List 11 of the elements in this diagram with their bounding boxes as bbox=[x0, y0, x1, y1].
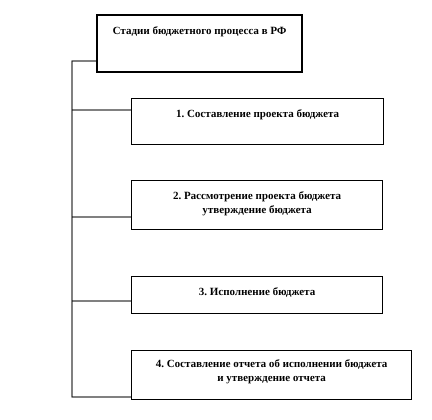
diagram-heading: Стадии бюджетного процесса в РФ bbox=[112, 24, 288, 38]
stage-box bbox=[131, 276, 383, 314]
stage-label: 2. Рассмотрение проекта бюджета утверждение бюджета bbox=[172, 189, 342, 217]
stage-label: 4. Составление отчета об исполнении бюджета и утверждение отчета bbox=[154, 357, 388, 385]
stage-label: 3. Исполнение бюджета bbox=[198, 285, 316, 299]
stage-box bbox=[131, 350, 412, 400]
stage-label: 1. Составление проекта бюджета bbox=[174, 107, 340, 121]
stage-box bbox=[131, 98, 384, 145]
connector-line bbox=[72, 60, 132, 398]
stage-box bbox=[131, 180, 383, 230]
stage-box bbox=[96, 14, 303, 73]
